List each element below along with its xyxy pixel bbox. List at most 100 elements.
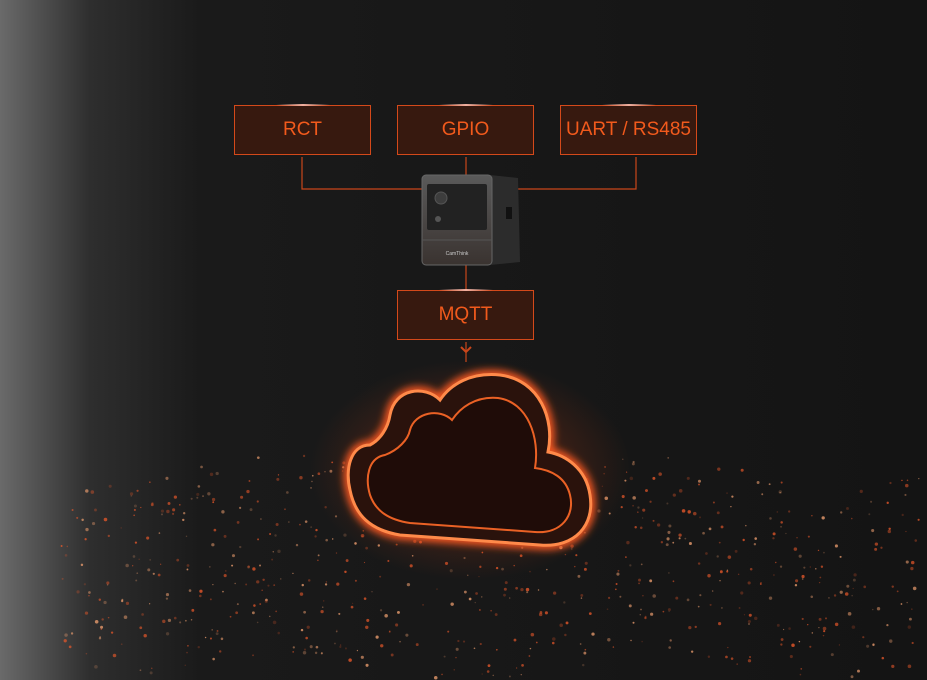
particle xyxy=(552,591,557,595)
particle xyxy=(745,524,747,527)
particle xyxy=(272,620,277,625)
particle xyxy=(780,521,783,524)
particle xyxy=(219,650,222,653)
particle xyxy=(891,664,895,669)
particle xyxy=(638,578,641,582)
particle xyxy=(780,643,783,646)
particle xyxy=(652,476,656,480)
particle xyxy=(896,590,899,593)
particle xyxy=(874,542,879,546)
particle xyxy=(730,505,732,508)
particle xyxy=(487,664,491,668)
particle xyxy=(574,565,576,568)
particle xyxy=(273,584,276,587)
particle xyxy=(396,610,400,614)
particle xyxy=(288,521,290,523)
particle xyxy=(834,544,838,548)
particle xyxy=(776,623,780,627)
particle xyxy=(625,556,627,558)
particle xyxy=(132,565,134,567)
particle xyxy=(306,625,310,629)
output-label: MQTT xyxy=(438,304,493,325)
particle xyxy=(70,632,74,635)
particle xyxy=(320,652,323,655)
particle xyxy=(851,625,856,629)
particle xyxy=(887,529,892,534)
particle xyxy=(637,511,639,513)
particle xyxy=(262,578,265,582)
particle xyxy=(699,516,702,519)
particle xyxy=(642,508,646,512)
particle xyxy=(649,500,652,503)
particle xyxy=(727,555,732,559)
particle xyxy=(588,612,592,616)
particle xyxy=(726,570,729,573)
particle xyxy=(310,487,312,489)
particle xyxy=(211,497,216,502)
particle xyxy=(220,637,224,641)
particle xyxy=(632,504,634,507)
particle xyxy=(631,462,635,466)
particle xyxy=(356,649,359,652)
particle xyxy=(160,509,165,513)
particle xyxy=(688,626,692,630)
particle xyxy=(249,508,253,512)
particle xyxy=(515,586,518,590)
particle xyxy=(123,615,128,619)
connector-uart xyxy=(518,157,637,190)
particle xyxy=(577,574,581,578)
particle xyxy=(240,495,244,499)
particle xyxy=(315,528,318,532)
particle xyxy=(552,637,556,641)
particle xyxy=(886,623,889,627)
particle xyxy=(190,497,193,500)
particle xyxy=(559,623,563,628)
particle xyxy=(617,569,620,572)
particle xyxy=(697,479,701,483)
particle xyxy=(166,509,170,514)
particle xyxy=(94,665,98,669)
particle xyxy=(317,559,319,562)
particle xyxy=(455,647,459,651)
particle xyxy=(718,541,721,544)
particle xyxy=(641,640,643,643)
particle xyxy=(640,608,642,611)
particle xyxy=(338,612,341,615)
particle xyxy=(681,509,686,513)
particle xyxy=(208,565,211,568)
particle xyxy=(862,636,865,639)
particle xyxy=(379,575,382,578)
particle xyxy=(520,587,524,592)
particle xyxy=(136,572,139,574)
particle xyxy=(99,636,102,638)
particle xyxy=(793,547,798,551)
particle xyxy=(204,636,207,639)
particle xyxy=(334,642,336,645)
particle xyxy=(526,591,529,594)
particle xyxy=(165,632,170,636)
particle xyxy=(151,667,153,669)
particle xyxy=(85,489,89,493)
particle xyxy=(481,673,483,675)
particle xyxy=(754,537,757,540)
particle xyxy=(580,593,584,597)
particle xyxy=(171,512,175,515)
particle xyxy=(911,608,913,610)
particle xyxy=(496,648,498,651)
particle xyxy=(120,599,124,603)
particle xyxy=(521,664,524,667)
particle xyxy=(157,573,161,577)
particle xyxy=(535,641,538,644)
particle xyxy=(801,574,805,579)
particle xyxy=(668,646,672,649)
particle xyxy=(225,570,227,572)
particle xyxy=(310,526,313,528)
particle xyxy=(108,484,112,488)
particle xyxy=(772,532,776,536)
particle xyxy=(110,631,114,634)
particle xyxy=(207,492,211,496)
particle xyxy=(260,518,262,520)
particle xyxy=(546,568,548,571)
particle xyxy=(705,552,708,555)
